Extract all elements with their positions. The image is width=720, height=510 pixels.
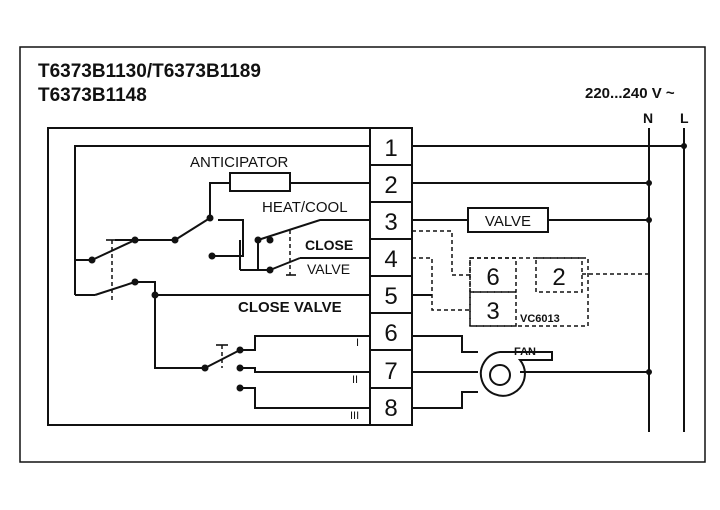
terminal-4: 4 — [384, 246, 397, 273]
fan-motor: FAN — [479, 346, 553, 397]
vc6013-terminal-2: 2 — [552, 264, 565, 291]
model-title-line2: T6373B1148 — [38, 85, 147, 106]
fan-speed-3-label: III — [350, 410, 359, 422]
anticipator-resistor — [229, 172, 291, 192]
fan-speed-1-label: I — [356, 337, 359, 349]
terminal-3: 3 — [384, 209, 397, 236]
thermostat-enclosure — [47, 127, 370, 426]
neutral-label: N — [643, 110, 653, 126]
heat-cool-label: HEAT/COOL — [262, 199, 348, 216]
vc6013-module: 6 2 3 VC6013 — [412, 230, 649, 327]
terminal-1: 1 — [384, 135, 397, 162]
valve-label: VALVE — [307, 261, 350, 277]
close-valve-label: CLOSE VALVE — [238, 299, 342, 316]
fan-label: FAN — [514, 346, 536, 358]
close-label: CLOSE — [305, 237, 353, 253]
anticipator-label: ANTICIPATOR — [190, 154, 289, 171]
live-label: L — [680, 110, 689, 126]
terminal-2: 2 — [384, 172, 397, 199]
vc6013-terminal-3: 3 — [486, 298, 499, 325]
terminal-strip: 1 2 3 4 5 6 7 8 — [369, 127, 413, 426]
vc6013-terminal-6: 6 — [486, 264, 499, 291]
terminal-5: 5 — [384, 283, 397, 310]
internal-wiring — [74, 145, 370, 409]
terminal-6: 6 — [384, 320, 397, 347]
vc6013-model-label: VC6013 — [520, 313, 560, 325]
model-title-line1: T6373B1130/T6373B1189 — [38, 61, 261, 82]
external-wiring — [412, 143, 687, 409]
supply-voltage-label: 220...240 V ~ — [585, 85, 675, 102]
valve-coil — [467, 207, 549, 233]
terminal-8: 8 — [384, 395, 397, 422]
terminal-7: 7 — [384, 358, 397, 385]
fan-speed-2-label: II — [352, 374, 358, 386]
diagram-frame — [19, 46, 706, 463]
valve-coil-label: VALVE — [485, 213, 531, 230]
